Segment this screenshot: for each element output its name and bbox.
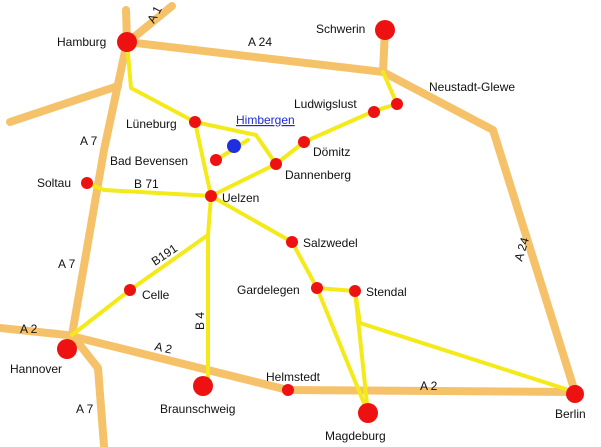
berlin-marker[interactable] xyxy=(566,385,584,403)
helmstedt-marker[interactable] xyxy=(282,384,294,396)
b71-label: B 71 xyxy=(134,177,159,191)
hannover-label: Hannover xyxy=(10,362,62,376)
town-markers xyxy=(81,98,403,396)
stendal-label: Stendal xyxy=(366,285,407,299)
a24-road xyxy=(123,38,579,396)
neustadt-glewe-marker[interactable] xyxy=(391,98,403,110)
doemitz-marker[interactable] xyxy=(298,136,310,148)
a24-right-label: A 24 xyxy=(511,235,532,262)
braunschweig-marker[interactable] xyxy=(193,376,213,396)
himbergen-label[interactable]: Himbergen xyxy=(236,113,295,127)
bad-bevensen-label: Bad Bevensen xyxy=(110,154,188,168)
ludwigslust-label: Ludwigslust xyxy=(294,97,357,111)
a7-upper-label: A 7 xyxy=(80,134,98,148)
a24-top-label: A 24 xyxy=(248,35,272,49)
road-labels: A 1 A 24 A 24 A 7 A 7 A 7 A 2 A 2 A 2 B … xyxy=(20,3,532,416)
celle-label: Celle xyxy=(142,288,170,302)
braunschweig-label: Braunschweig xyxy=(160,402,235,416)
b4-label: B 4 xyxy=(193,312,207,330)
berlin-label: Berlin xyxy=(555,407,586,421)
city-labels: Hamburg Schwerin Neustadt-Glewe Ludwigsl… xyxy=(10,22,586,443)
a7-west-spur-road xyxy=(6,82,122,126)
dannenberg-marker[interactable] xyxy=(270,158,282,170)
salzwedel-marker[interactable] xyxy=(286,236,298,248)
hamburg-marker[interactable] xyxy=(117,32,137,52)
soltau-marker[interactable] xyxy=(81,177,93,189)
hannover-marker[interactable] xyxy=(57,339,77,359)
schwerin-marker[interactable] xyxy=(375,20,395,40)
bad-bevensen-marker[interactable] xyxy=(210,154,222,166)
doemitz-label: Dömitz xyxy=(313,145,350,159)
stendal-marker[interactable] xyxy=(349,285,361,297)
a2-road xyxy=(0,324,579,396)
soltau-label: Soltau xyxy=(37,176,71,190)
salzwedel-road xyxy=(209,194,357,293)
ludwigslust-marker[interactable] xyxy=(368,106,380,118)
helmstedt-label: Helmstedt xyxy=(266,370,321,384)
a7-mid-label: A 7 xyxy=(58,257,76,271)
magdeburg-label: Magdeburg xyxy=(325,429,386,443)
a2-left-label: A 2 xyxy=(20,322,38,336)
uelzen-marker[interactable] xyxy=(205,190,217,202)
magdeburg-marker[interactable] xyxy=(358,403,378,423)
salzwedel-label: Salzwedel xyxy=(303,236,358,250)
gardelegen-label: Gardelegen xyxy=(237,283,300,297)
lueneburg-label: Lüneburg xyxy=(126,117,177,131)
dannenberg-label: Dannenberg xyxy=(285,168,351,182)
b191-road xyxy=(70,233,210,337)
celle-marker[interactable] xyxy=(124,284,136,296)
gardelegen-marker[interactable] xyxy=(311,282,323,294)
uelzen-label: Uelzen xyxy=(222,191,259,205)
a2-mid-label: A 2 xyxy=(153,339,173,356)
b4-road xyxy=(125,40,213,390)
himbergen-link[interactable]: Himbergen xyxy=(236,113,295,127)
a2-right-label: A 2 xyxy=(420,379,438,393)
hamburg-label: Hamburg xyxy=(57,35,106,49)
neustadt-glewe-label: Neustadt-Glewe xyxy=(429,80,515,94)
lueneburg-marker[interactable] xyxy=(189,116,201,128)
lueneburg-dannenberg-road xyxy=(193,120,278,166)
schwerin-label: Schwerin xyxy=(316,22,365,36)
a7-bottom-label: A 7 xyxy=(76,402,94,416)
big-city-markers xyxy=(57,20,584,423)
himbergen-marker[interactable] xyxy=(227,139,241,153)
